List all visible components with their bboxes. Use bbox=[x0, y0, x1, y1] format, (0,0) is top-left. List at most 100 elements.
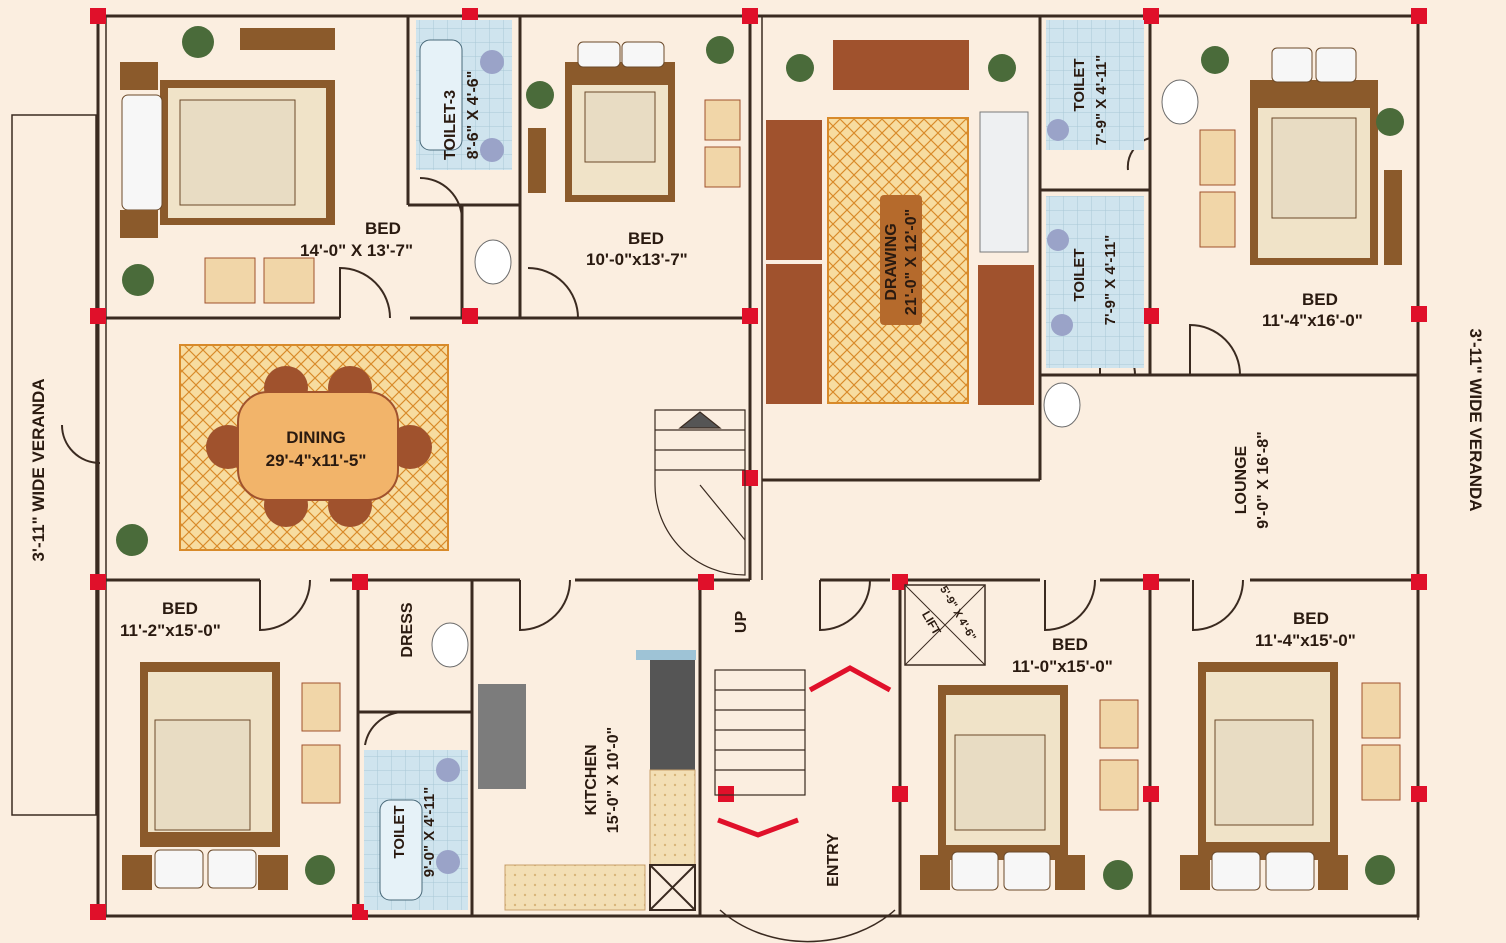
plant-icon bbox=[1376, 108, 1404, 136]
kitchen-fixtures bbox=[478, 650, 696, 911]
bed-bottom-left-size: 11'-2"x15'-0" bbox=[120, 621, 221, 640]
plant-icon bbox=[116, 524, 148, 556]
armchair-icon bbox=[1361, 744, 1401, 801]
nightstand-icon bbox=[120, 62, 158, 90]
washbasin-icon bbox=[436, 850, 460, 874]
stair-up-label: UP bbox=[733, 611, 750, 634]
sink-icon bbox=[478, 684, 526, 789]
toilet-3-name: TOILET-3 bbox=[442, 90, 459, 160]
left-veranda: 3'-11" WIDE VERANDA bbox=[11, 114, 97, 816]
arrow-up-icon bbox=[678, 411, 722, 429]
plant-icon bbox=[1103, 860, 1133, 890]
walls bbox=[96, 14, 1420, 918]
bed-bottom-left-name: BED bbox=[162, 599, 198, 618]
armchair-icon bbox=[1361, 682, 1401, 739]
armchair-icon bbox=[704, 146, 741, 188]
toilet-top-size: 7'-9" X 4'-11" bbox=[1093, 55, 1110, 146]
lift bbox=[904, 584, 986, 666]
washbasin-icon bbox=[1043, 382, 1081, 428]
sofa-icon bbox=[833, 40, 969, 90]
sofa-icon bbox=[766, 264, 822, 404]
doors bbox=[61, 137, 1244, 746]
bed-top-right-furniture bbox=[1199, 46, 1404, 265]
armchair-icon bbox=[1199, 129, 1236, 186]
plant-icon bbox=[988, 54, 1016, 82]
toilet-bottom-fixtures bbox=[379, 758, 460, 901]
dresser-icon bbox=[1384, 170, 1402, 265]
kitchen-size: 15'-0" X 10'-0" bbox=[605, 727, 622, 833]
bed-top-mid-size: 10'-0"x13'-7" bbox=[586, 250, 688, 269]
bed-top-right-size: 11'-4"x16'-0" bbox=[1262, 311, 1363, 330]
bed-top-right-name: BED bbox=[1302, 290, 1338, 309]
lounge-size: 9'-0" X 16'-8" bbox=[1255, 431, 1272, 529]
sofa-icon bbox=[978, 265, 1034, 405]
wc-icon bbox=[1047, 229, 1069, 251]
bed-bottom-mid-furniture bbox=[920, 685, 1139, 891]
toilet-3-size: 8'-6" X 4'-6" bbox=[465, 71, 482, 160]
toilet-mid-size: 7'-9" X 4'-11" bbox=[1102, 235, 1119, 326]
toilet-mid-name: TOILET bbox=[1071, 248, 1088, 301]
bed-top-left-furniture bbox=[120, 26, 335, 304]
wc-icon bbox=[436, 758, 460, 782]
left-veranda-label: 3'-11" WIDE VERANDA bbox=[29, 378, 48, 561]
main-stair bbox=[714, 665, 896, 943]
wc-icon bbox=[480, 50, 504, 74]
armchair-icon bbox=[204, 257, 256, 304]
plant-icon bbox=[786, 54, 814, 82]
plant-icon bbox=[1201, 46, 1229, 74]
nightstand-icon bbox=[920, 855, 950, 890]
dining-name: DINING bbox=[286, 428, 346, 447]
plant-icon bbox=[122, 264, 154, 296]
dress-name: DRESS bbox=[399, 602, 416, 657]
washbasin-icon bbox=[474, 239, 512, 285]
bed-top-mid-furniture bbox=[526, 36, 741, 202]
washbasin-icon bbox=[1161, 79, 1199, 125]
pillow-icon bbox=[121, 94, 163, 211]
toilet-top-name: TOILET bbox=[1071, 58, 1088, 111]
plant-icon bbox=[526, 81, 554, 109]
armchair-icon bbox=[1099, 699, 1139, 749]
dresser-icon bbox=[240, 28, 335, 50]
armchair-icon bbox=[704, 99, 741, 141]
spiral-stair bbox=[654, 409, 746, 576]
toilet-bottom-size: 9'-0" X 4'-11" bbox=[421, 787, 438, 878]
tv-unit-icon bbox=[979, 111, 1029, 253]
entry-label: ENTRY bbox=[825, 833, 842, 887]
dining-table-icon bbox=[237, 391, 399, 501]
plant-icon bbox=[305, 855, 335, 885]
plant-icon bbox=[706, 36, 734, 64]
stove-icon bbox=[650, 660, 695, 770]
drawing-size: 21'-0" X 12'-0" bbox=[903, 209, 920, 315]
lounge-name: LOUNGE bbox=[1233, 445, 1250, 514]
armchair-icon bbox=[263, 257, 315, 304]
room-label-plate bbox=[880, 195, 922, 325]
plant-icon bbox=[182, 26, 214, 58]
nightstand-icon bbox=[1055, 855, 1085, 890]
nightstand-icon bbox=[1180, 855, 1210, 890]
bed-bottom-right-furniture bbox=[1180, 662, 1401, 891]
bed-top-left-name: BED bbox=[365, 219, 401, 238]
drawing-name: DRAWING bbox=[883, 223, 900, 300]
toilet-3-fixtures bbox=[419, 39, 512, 285]
bed-bottom-mid-size: 11'-0"x15'-0" bbox=[1012, 657, 1113, 676]
plant-icon bbox=[1365, 855, 1395, 885]
bed-bottom-right-name: BED bbox=[1293, 609, 1329, 628]
drawing-furniture bbox=[766, 40, 1034, 405]
bed-bottom-mid-name: BED bbox=[1052, 635, 1088, 654]
nightstand-icon bbox=[122, 855, 152, 890]
columns bbox=[90, 8, 1427, 920]
washbasin-icon bbox=[431, 622, 469, 668]
washbasin-icon bbox=[480, 138, 504, 162]
nightstand-icon bbox=[120, 210, 158, 238]
sofa-icon bbox=[766, 120, 822, 260]
bathtub-icon bbox=[379, 799, 423, 901]
bathtub-icon bbox=[419, 39, 463, 151]
bed-bottom-left-furniture bbox=[122, 662, 341, 890]
nightstand-icon bbox=[1318, 855, 1348, 890]
kitchen-name: KITCHEN bbox=[583, 744, 600, 815]
dining-size: 29'-4"x11'-5" bbox=[266, 451, 367, 470]
bed-top-mid-name: BED bbox=[628, 229, 664, 248]
wc-icon bbox=[1051, 314, 1073, 336]
right-veranda-label: 3'-11" WIDE VERANDA bbox=[1466, 328, 1485, 511]
